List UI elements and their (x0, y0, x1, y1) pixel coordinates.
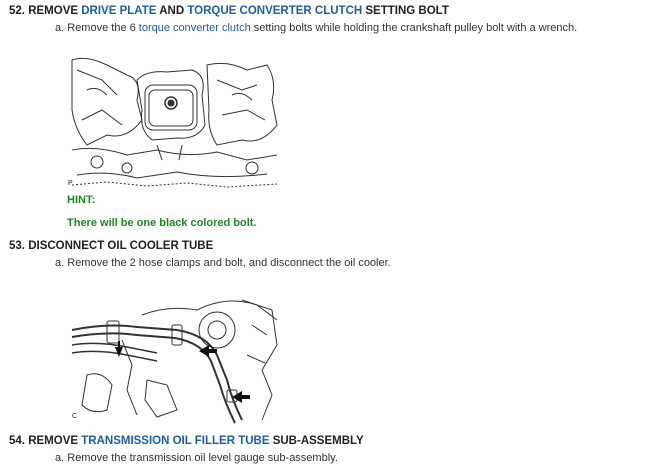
step-54-substep: a. Remove the transmission oil level gau… (55, 452, 338, 464)
step-52-substep: a. Remove the 6 torque converter clutch … (55, 22, 577, 34)
substep-text: Remove the 6 (67, 22, 139, 34)
substep-letter: a. (55, 22, 65, 34)
substep-text: setting bolts while holding the cranksha… (250, 22, 578, 34)
substep-text: Remove the transmission oil level gauge … (67, 452, 338, 464)
substep-letter: a. (55, 257, 65, 269)
hint-label: HINT: (67, 194, 96, 206)
step-53-substep: a. Remove the 2 hose clamps and bolt, an… (55, 257, 391, 269)
drive-plate-illustration: P (67, 50, 282, 190)
step-title-text: SETTING BOLT (362, 5, 449, 17)
oil-cooler-drawing (71, 299, 278, 424)
drive-plate-drawing (71, 57, 278, 188)
oil-cooler-tube-illustration: C (67, 285, 282, 425)
step-number: 52. (9, 5, 25, 17)
step-title-text: REMOVE (28, 435, 82, 447)
transmission-oil-filler-tube-link[interactable]: TRANSMISSION OIL FILLER TUBE (81, 435, 270, 447)
figure-id-label: C (72, 413, 78, 420)
drive-plate-link[interactable]: DRIVE PLATE (81, 5, 157, 17)
step-53-heading: 53. DISCONNECT OIL COOLER TUBE (9, 240, 213, 252)
step-number: 53. (9, 240, 25, 252)
step-52-heading: 52. REMOVE DRIVE PLATE AND TORQUE CONVER… (9, 5, 449, 17)
hint-text: There will be one black colored bolt. (67, 217, 257, 229)
step-title-text: SUB-ASSEMBLY (269, 435, 364, 447)
substep-letter: a. (55, 452, 65, 464)
step-title-text: REMOVE (28, 5, 82, 17)
torque-converter-clutch-link[interactable]: TORQUE CONVERTER CLUTCH (187, 5, 363, 17)
figure-id-label: P (68, 180, 73, 187)
step-54-heading: 54. REMOVE TRANSMISSION OIL FILLER TUBE … (9, 435, 364, 447)
substep-text: Remove the 2 hose clamps and bolt, and d… (67, 257, 391, 269)
step-title-text: DISCONNECT OIL COOLER TUBE (28, 240, 214, 252)
torque-converter-clutch-inline-link[interactable]: torque converter clutch (138, 22, 251, 34)
step-number: 54. (9, 435, 25, 447)
step-title-text: AND (156, 5, 188, 17)
